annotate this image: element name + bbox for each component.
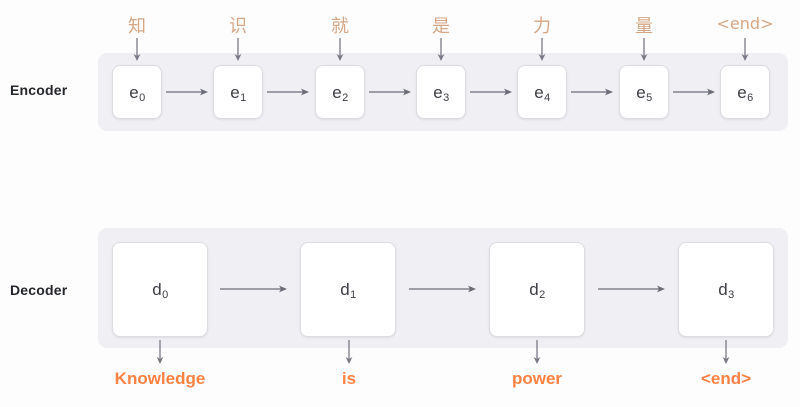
encoder-flow-arrow-3-4: [470, 86, 513, 98]
encoder-input-arrow-5: [638, 38, 650, 62]
encoder-flow-arrow-5-6: [673, 86, 716, 98]
encoder-flow-arrow-4-5: [571, 86, 614, 98]
decoder-flow-arrow-2-3: [598, 283, 666, 295]
encoder-cell-5[interactable]: e5: [619, 65, 669, 119]
decoder-flow-arrow-1-2: [409, 283, 477, 295]
source-token-0: 知: [128, 16, 146, 37]
source-token-1: 识: [229, 16, 247, 37]
encoder-flow-arrow-2-3: [369, 86, 412, 98]
encoder-flow-arrow-1-2: [267, 86, 310, 98]
encoder-cell-6-text: e6: [737, 82, 754, 104]
source-token-2: 就: [331, 16, 349, 37]
encoder-cell-4-text: e4: [534, 82, 551, 104]
decoder-cell-0-text: d0: [152, 280, 169, 301]
decoder-output-arrow-1: [343, 340, 355, 366]
decoder-cell-1-text: d1: [340, 280, 357, 301]
encoder-cell-3-text: e3: [433, 82, 450, 104]
encoder-cell-0[interactable]: e0: [112, 65, 162, 119]
decoder-cell-3-text: d3: [718, 280, 735, 301]
encoder-row-label: Encoder: [10, 82, 68, 98]
encoder-cell-2[interactable]: e2: [315, 65, 365, 119]
source-token-5: 量: [635, 16, 653, 37]
encoder-cell-1-text: e1: [230, 82, 247, 104]
source-token-3: 是: [432, 16, 450, 37]
output-token-0: Knowledge: [114, 369, 206, 388]
decoder-row-label: Decoder: [10, 282, 68, 298]
encoder-input-arrow-4: [536, 38, 548, 62]
encoder-input-arrow-3: [435, 38, 447, 62]
decoder-cell-1[interactable]: d1: [300, 242, 396, 337]
decoder-flow-arrow-0-1: [220, 283, 288, 295]
encoder-input-arrow-1: [232, 38, 244, 62]
decoder-cell-3[interactable]: d3: [678, 242, 774, 337]
source-token-6: <end>: [716, 14, 774, 33]
encoder-input-arrow-2: [334, 38, 346, 62]
decoder-output-arrow-0: [154, 340, 166, 366]
decoder-band: [98, 228, 788, 348]
decoder-cell-2-text: d2: [529, 280, 546, 301]
decoder-cell-2[interactable]: d2: [489, 242, 585, 337]
encoder-cell-0-text: e0: [129, 82, 146, 104]
encoder-cell-6[interactable]: e6: [720, 65, 770, 119]
encoder-cell-3[interactable]: e3: [416, 65, 466, 119]
decoder-cell-0[interactable]: d0: [112, 242, 208, 337]
decoder-output-arrow-3: [720, 340, 732, 366]
output-token-2: power: [511, 369, 563, 388]
encoder-flow-arrow-0-1: [166, 86, 209, 98]
encoder-cell-2-text: e2: [332, 82, 349, 104]
encoder-cell-5-text: e5: [636, 82, 653, 104]
encoder-cell-1[interactable]: e1: [213, 65, 263, 119]
output-token-3: <end>: [700, 369, 752, 388]
encoder-input-arrow-6: [739, 38, 751, 62]
encoder-cell-4[interactable]: e4: [517, 65, 567, 119]
source-token-4: 力: [533, 16, 551, 37]
encoder-input-arrow-0: [131, 38, 143, 62]
output-token-1: is: [341, 369, 357, 388]
decoder-output-arrow-2: [531, 340, 543, 366]
